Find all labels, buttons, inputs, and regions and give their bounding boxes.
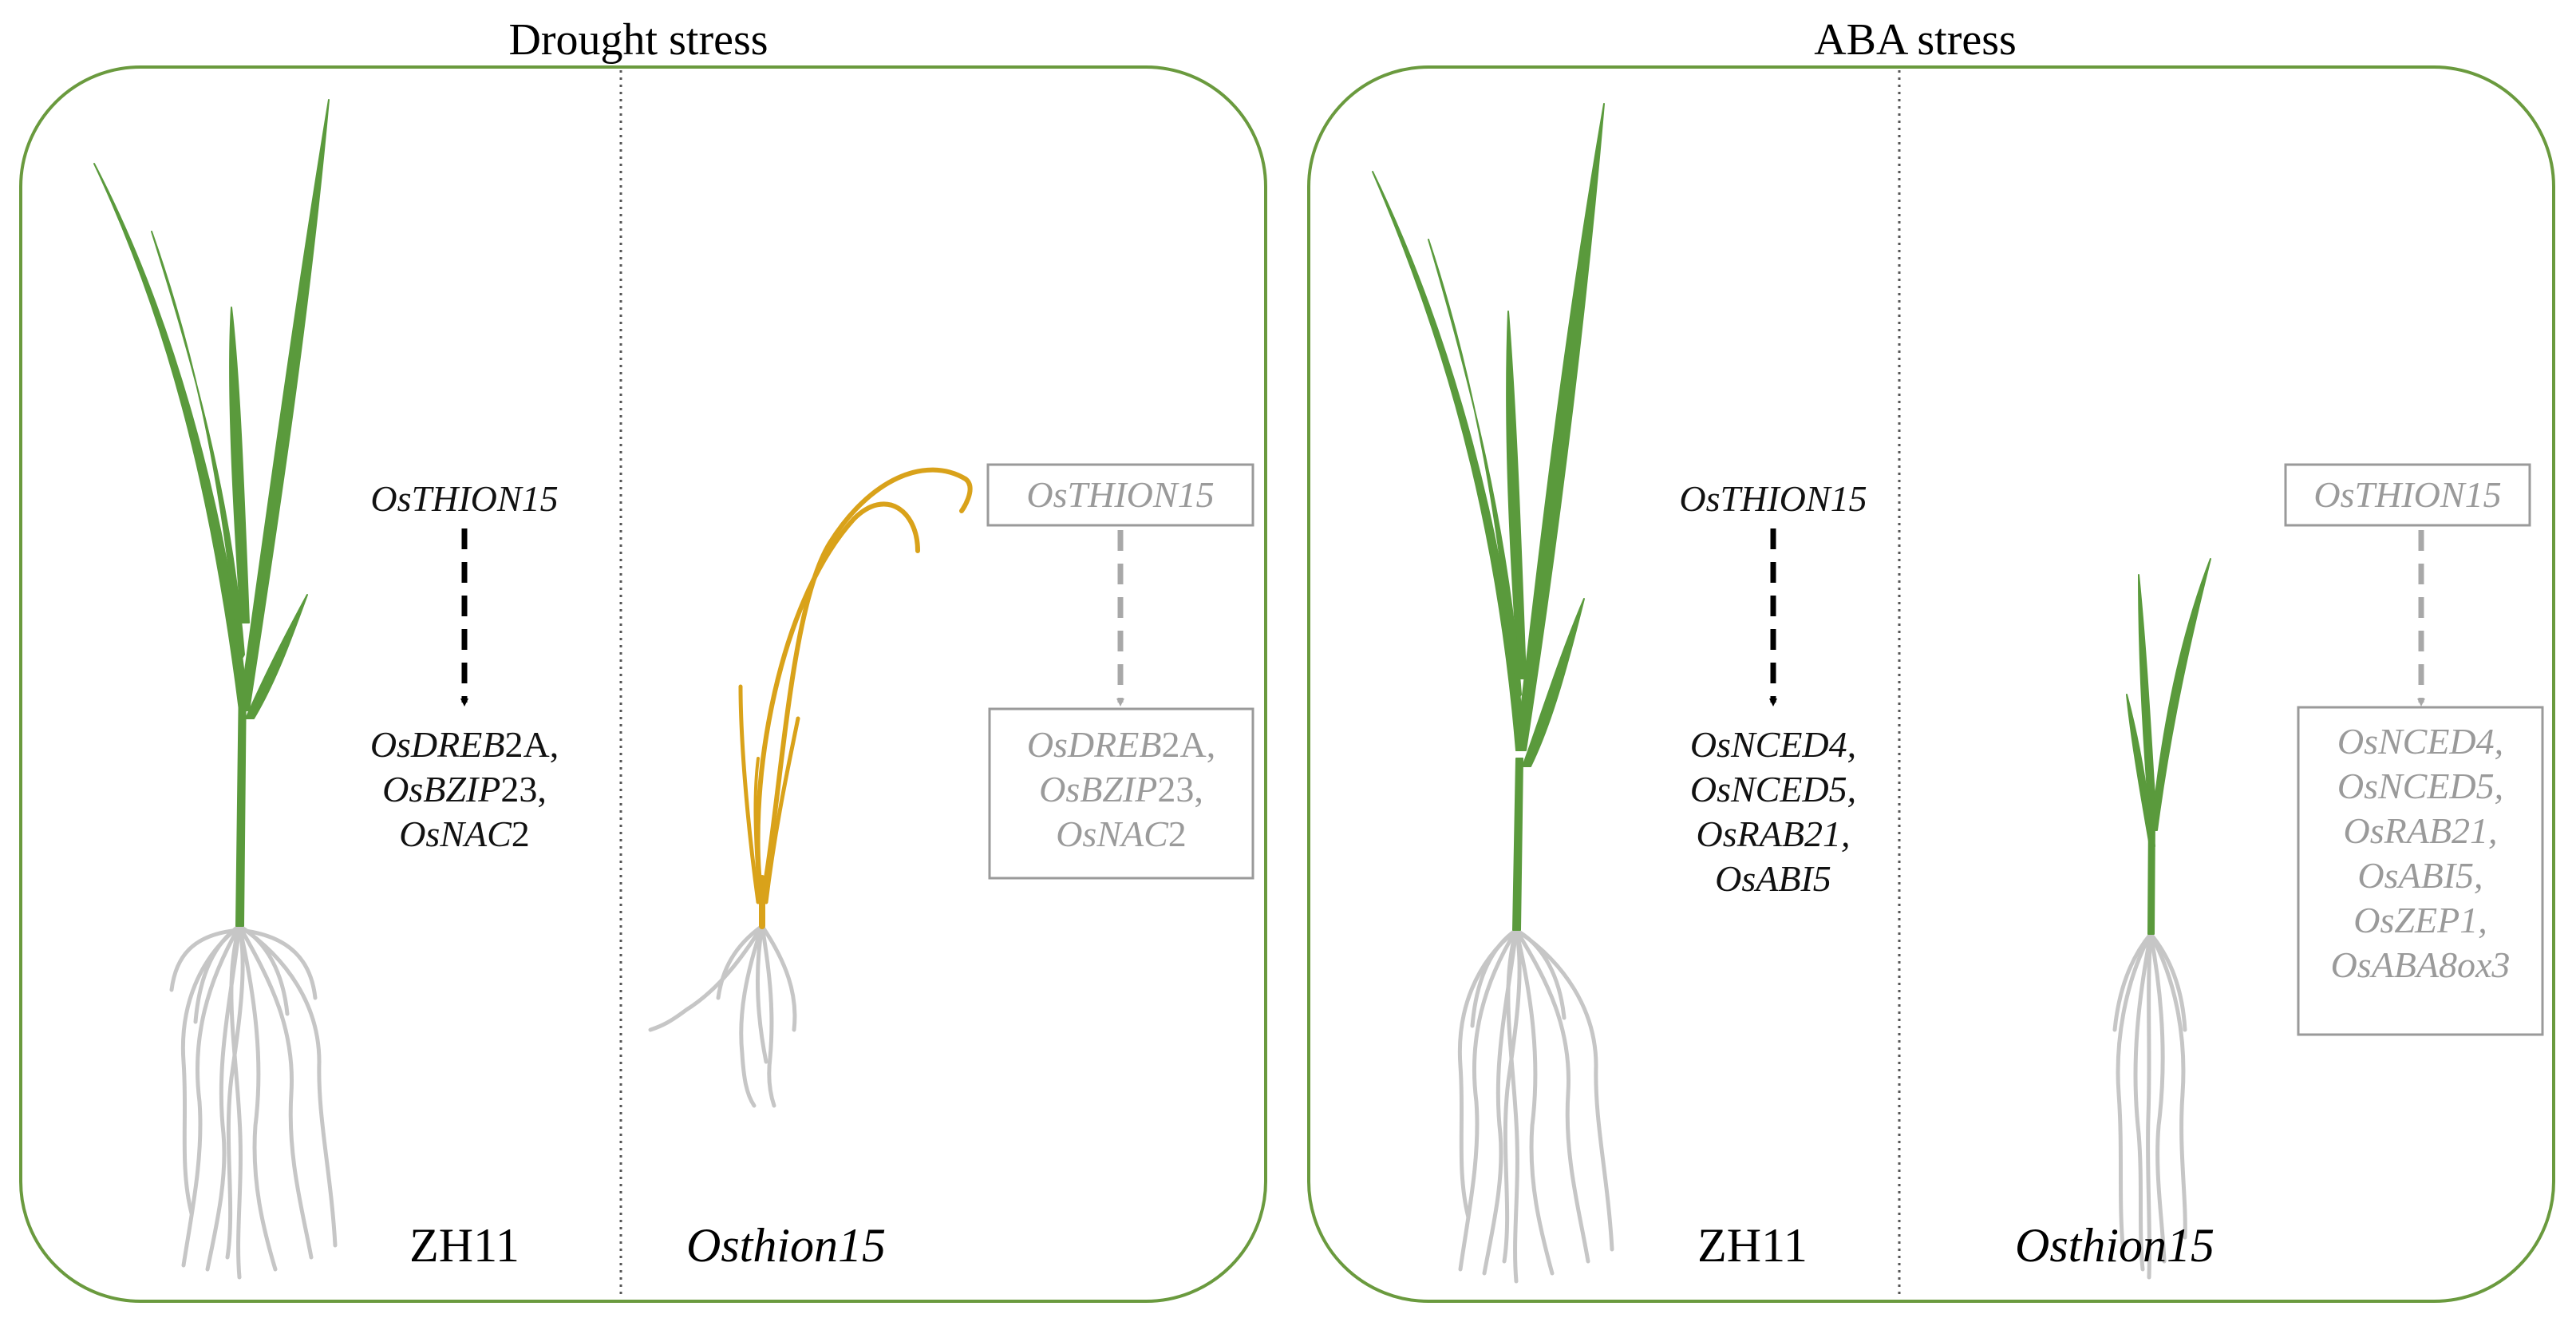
target-gene-line: OsABA8ox3 (2331, 944, 2511, 985)
target-gene-line: OsNAC2 (1056, 813, 1187, 854)
target-gene-line: OsNCED5, (1690, 769, 1856, 809)
target-gene-line: OsDREB2A, (370, 724, 559, 765)
source-gene-box-osthion15-aba (2284, 463, 2531, 527)
panel-title-aba: ABA stress (1814, 15, 2017, 65)
target-gene-line: OsRAB21, (1697, 813, 1851, 854)
target-gene-line: OsNCED4, (2337, 721, 2503, 762)
stem-leaves-osthion15-aba (2126, 558, 2211, 935)
roots-osthion15-drought (648, 924, 797, 1108)
target-gene-line: OsBZIP23, (1039, 769, 1203, 809)
leaves-osthion15-drought (738, 467, 973, 929)
target-gene-line: OsNCED4, (1690, 724, 1856, 765)
target-gene-line: OsNAC2 (399, 813, 530, 854)
source-gene-zh11-aba: OsTHION15 (1679, 478, 1867, 519)
source-gene-zh11-drought: OsTHION15 (370, 478, 558, 519)
stem-leaves-zh11-aba (1372, 103, 1605, 931)
stem-leaves-zh11-drought (93, 99, 330, 927)
sample-label-zh11-aba: ZH11 (1697, 1219, 1808, 1272)
panel-title-drought: Drought stress (508, 15, 768, 65)
source-gene-osthion15-drought: OsTHION15 (1026, 474, 1214, 515)
target-gene-line: OsNCED5, (2337, 766, 2503, 806)
source-gene-osthion15-aba: OsTHION15 (2313, 474, 2501, 515)
sample-label-zh11-drought: ZH11 (409, 1219, 520, 1272)
panel-frame-aba (1307, 65, 2555, 1303)
plant-zh11-drought (93, 99, 338, 1280)
target-gene-line: OsRAB21, (2344, 810, 2498, 851)
target-gene-box-osthion15-aba (2297, 706, 2544, 1036)
target-gene-box-osthion15-drought (988, 707, 1254, 880)
sample-label-osthion15-drought: Osthion15 (686, 1219, 886, 1272)
plant-zh11-aba (1372, 103, 1614, 1284)
target-gene-line: OsBZIP23, (382, 769, 547, 809)
roots-zh11-drought (169, 924, 338, 1280)
plant-osthion15-aba (2112, 558, 2211, 1280)
panel-frame-drought (19, 65, 1267, 1303)
target-gene-line: OsABI5, (2357, 855, 2483, 896)
sample-label-osthion15-aba: Osthion15 (2015, 1219, 2214, 1272)
target-gene-line: OsDREB2A, (1027, 724, 1215, 765)
plant-osthion15-drought (648, 467, 973, 1108)
target-gene-line: OsABI5 (1715, 858, 1831, 899)
roots-osthion15-aba (2112, 932, 2187, 1280)
source-gene-box-osthion15-drought (986, 463, 1254, 527)
target-gene-line: OsZEP1, (2353, 900, 2487, 940)
roots-zh11-aba (1457, 928, 1614, 1284)
